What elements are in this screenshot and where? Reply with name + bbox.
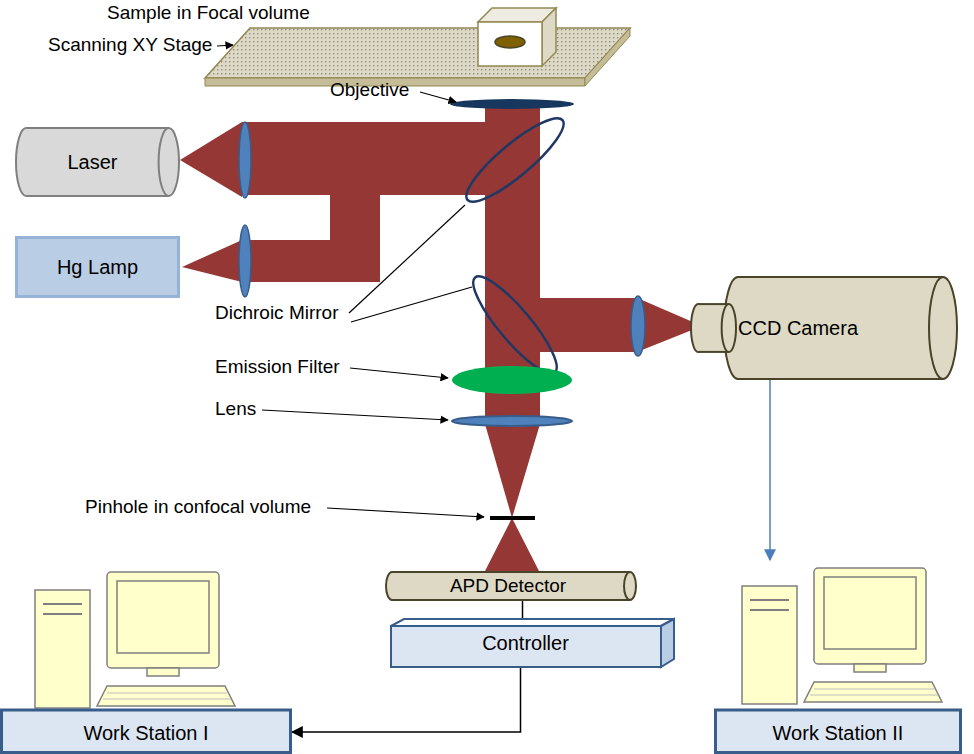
node-label: Hg Lamp — [57, 256, 138, 279]
sample-cuvette — [478, 8, 556, 66]
ccd-camera: CCD Camera — [690, 276, 958, 380]
objective-lens — [450, 99, 574, 109]
leader-lines — [217, 45, 484, 517]
apd-detector: APD Detector — [385, 571, 637, 601]
part-label: Pinhole in confocal volume — [85, 496, 311, 518]
signal-connector — [769, 380, 771, 560]
computer-icon — [742, 568, 942, 704]
part-label: Lens — [215, 398, 256, 420]
focus-cone — [485, 424, 540, 518]
signal-connector — [522, 601, 524, 618]
emission-filter — [452, 366, 572, 394]
node-label: Work Station I — [83, 722, 208, 745]
node-label: CCD Camera — [738, 317, 858, 340]
lamp-source: Hg Lamp — [15, 236, 180, 298]
pinhole — [490, 516, 535, 520]
laser-source: Laser — [15, 127, 180, 197]
node-label: APD Detector — [450, 575, 566, 597]
part-label: Dichroic Mirror — [215, 302, 339, 324]
lamp-beam-riser — [330, 190, 380, 282]
lamp-lens — [239, 225, 251, 297]
node-label: Controller — [482, 632, 569, 655]
part-label: Objective — [330, 79, 409, 101]
camera-lens — [631, 296, 645, 356]
node-label: Work Station II — [773, 722, 904, 745]
controller-box: Controller — [390, 618, 675, 668]
dichroic-mirror — [463, 267, 567, 383]
xy-stage — [205, 28, 630, 86]
part-label: Scanning XY Stage — [48, 34, 212, 56]
signal-connector — [292, 668, 521, 732]
part-label: Emission Filter — [215, 356, 340, 378]
node-label: Laser — [67, 151, 117, 174]
laser-lens — [239, 122, 251, 198]
laser-cone — [180, 122, 242, 197]
computer-icon — [35, 572, 235, 708]
lamp-cone — [182, 240, 242, 282]
part-label: Sample in Focal volume — [107, 2, 310, 24]
workstation-box: Work Station II — [714, 560, 962, 754]
workstation-box: Work Station I — [0, 560, 292, 754]
detector-cone — [484, 518, 540, 573]
dichroic-mirror — [457, 108, 573, 212]
camera-beam — [540, 298, 637, 352]
focusing-lens — [452, 416, 572, 426]
